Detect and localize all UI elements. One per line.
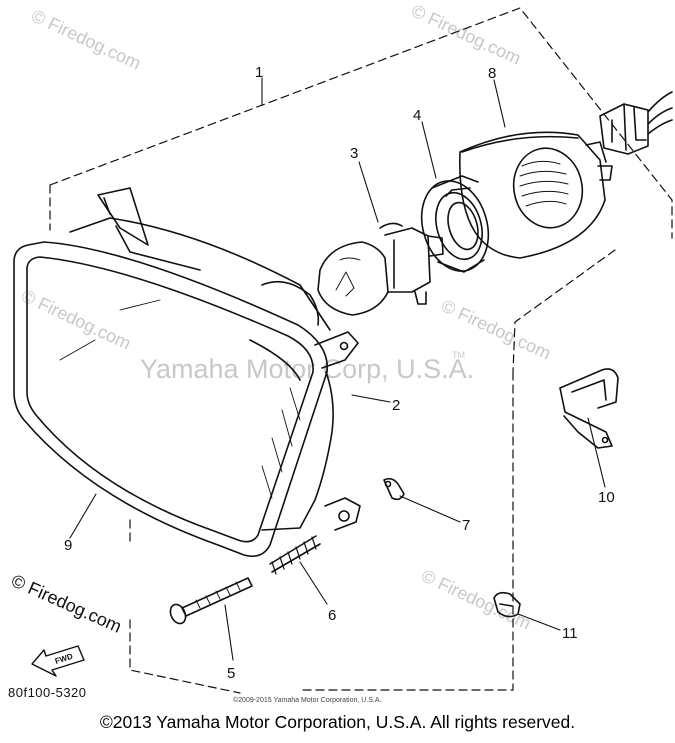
bulb-holder [420, 175, 490, 273]
callout-7: 7 [462, 517, 470, 534]
callout-4: 4 [413, 107, 421, 124]
bracket [559, 368, 619, 449]
watermark-firedog: © Firedog.com [408, 0, 524, 68]
fwd-arrow [31, 645, 85, 677]
watermark-tm: TM [452, 350, 465, 360]
callout-9: 9 [64, 537, 72, 554]
callout-labels: 1 2 3 4 5 6 7 8 9 10 11 [64, 64, 615, 682]
rubber-cover [458, 131, 613, 259]
bulb [317, 222, 444, 316]
callout-10: 10 [598, 489, 615, 506]
callout-3: 3 [350, 145, 358, 162]
headlight-rim [13, 241, 329, 558]
headlight-unit [59, 187, 361, 531]
clip [383, 477, 405, 501]
watermark-firedog: © Firedog.com [28, 5, 144, 73]
assembly-outline-right [299, 371, 514, 691]
copyright-notice: ©2013 Yamaha Motor Corporation, U.S.A. A… [99, 712, 576, 732]
leader-lines [69, 77, 606, 661]
callout-6: 6 [328, 607, 336, 624]
watermark-center: Yamaha Motor Corp, U.S.A. [140, 354, 474, 384]
spring [269, 535, 321, 575]
callout-11: 11 [562, 625, 578, 642]
watermark-firedog: © Firedog.com [18, 285, 134, 353]
fine-print: ©2009-2015 Yamaha Motor Corporation, U.S… [233, 696, 382, 704]
firedog-stamp: © Firedog.com [8, 570, 124, 636]
callout-8: 8 [488, 65, 496, 82]
callout-5: 5 [227, 665, 235, 682]
callout-1: 1 [255, 64, 263, 81]
headlight-exploded-view: © Firedog.com © Firedog.com © Firedog.co… [8, 0, 673, 704]
connector [599, 91, 673, 155]
assembly-outline [49, 7, 673, 694]
adjusting-screw [169, 577, 253, 625]
small-clip [493, 591, 521, 618]
part-number: 80f100-5320 [8, 685, 87, 700]
callout-2: 2 [392, 397, 400, 414]
